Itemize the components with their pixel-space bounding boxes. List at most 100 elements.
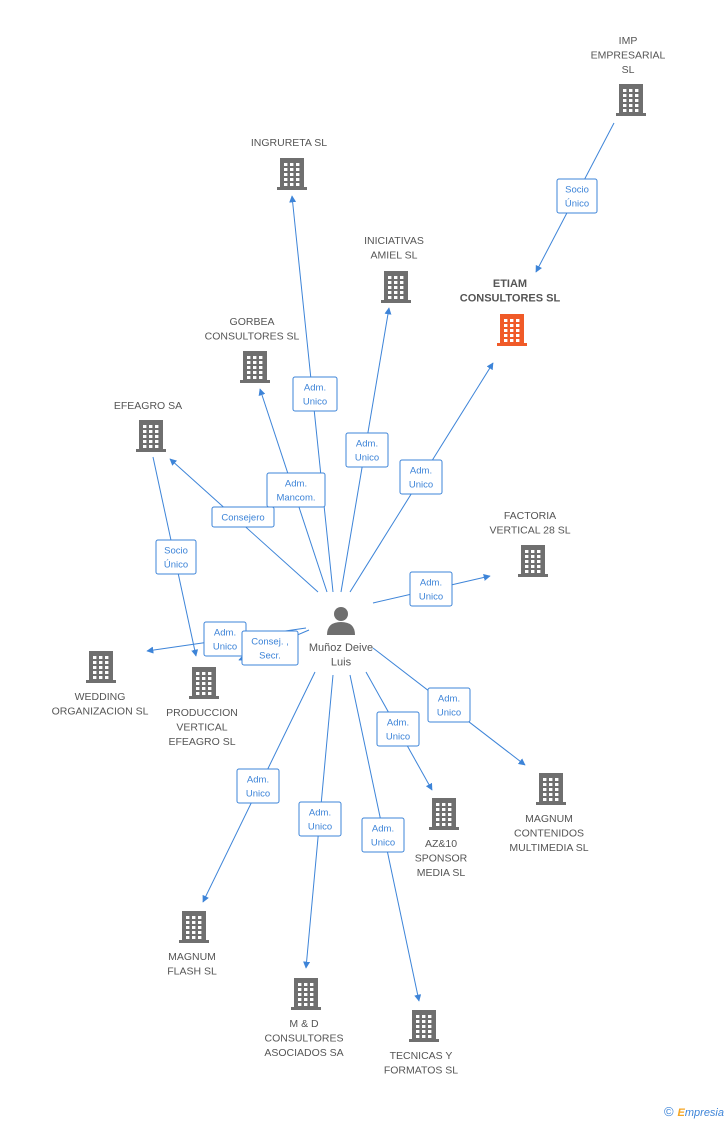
edge-label-text: Mancom. (276, 493, 315, 504)
company-label-az10-line: AZ&10 (425, 838, 457, 850)
company-building-icon-etiam[interactable] (497, 314, 527, 346)
edge-label-text: Adm. (247, 775, 269, 786)
company-building-icon-az10[interactable] (429, 798, 459, 830)
company-building-icon-gorbea[interactable] (240, 351, 270, 383)
company-label-etiam-line: CONSULTORES SL (460, 293, 561, 305)
company-label-magnum_flash-line: MAGNUM (168, 951, 216, 963)
edge-label-text: Adm. (285, 479, 307, 490)
edge-label-person-wedding[interactable]: Adm. Unico (203, 621, 247, 657)
company-label-tecnicas-line: FORMATOS SL (384, 1065, 458, 1077)
company-label-md-line: M & D (289, 1018, 319, 1030)
company-building-icon-magnum_flash[interactable] (179, 911, 209, 943)
edge-label-text: Unico (308, 822, 332, 833)
edge-label-person-ingrureta[interactable]: Adm. Unico (292, 376, 338, 412)
edge-label-text: Secr. (259, 651, 281, 662)
company-label-az10-line: SPONSOR (415, 853, 468, 865)
edge-label-text: Adm. (438, 694, 460, 705)
company-label-imp-line: IMP (619, 35, 638, 47)
edge-label-person-magnum_cont[interactable]: Adm. Unico (427, 687, 471, 723)
edge-label-person-efeagro[interactable]: Consejero (211, 506, 275, 528)
edge-label-text: Unico (371, 838, 395, 849)
brand-logo-initial: E (677, 1107, 685, 1119)
company-label-wedding-line: WEDDING (75, 691, 126, 703)
company-label-iniciativas-line: INICIATIVAS (364, 235, 424, 247)
edge-label-text: Unico (437, 708, 461, 719)
edge-label-text: Consej. , (251, 637, 289, 648)
company-label-iniciativas-line: AMIEL SL (371, 250, 418, 262)
edge-label-person-factoria[interactable]: Adm.Unico (409, 571, 453, 607)
company-label-az10-line: MEDIA SL (417, 867, 466, 879)
company-label-produccion-line: PRODUCCION (166, 707, 238, 719)
edge-label-text: Socio (565, 185, 589, 196)
brand-footer: ©Empresia (664, 1104, 724, 1119)
edge-label-box (292, 376, 338, 412)
edge-label-person-magnum_flash[interactable]: Adm. Unico (236, 768, 280, 804)
edge-label-text: Adm. (304, 383, 326, 394)
edge-label-person-etiam[interactable]: Adm.Unico (399, 459, 443, 495)
person-name-label-line: Muñoz Deive (309, 642, 373, 654)
edge-label-text: Adm. (356, 439, 378, 450)
edge-label-text: Consejero (221, 513, 264, 524)
company-label-magnum_cont-line: CONTENIDOS (514, 828, 584, 840)
company-building-icon-factoria[interactable] (518, 545, 548, 577)
company-label-tecnicas-line: TECNICAS Y (390, 1050, 453, 1062)
company-label-magnum_cont-line: MAGNUM (525, 813, 573, 825)
company-building-icon-wedding[interactable] (86, 651, 116, 683)
company-label-efeagro-line: EFEAGRO SA (114, 400, 182, 412)
company-label-md-line: ASOCIADOS SA (264, 1047, 343, 1059)
person-icon[interactable] (327, 607, 355, 635)
company-building-icon-tecnicas[interactable] (409, 1010, 439, 1042)
company-label-gorbea-line: GORBEA (230, 316, 275, 328)
edge-label-person-az10[interactable]: Adm.Unico (376, 711, 420, 747)
company-label-magnum_cont-line: MULTIMEDIA SL (509, 842, 588, 854)
company-building-icon-md[interactable] (291, 978, 321, 1010)
edge-label-text: Socio (164, 546, 188, 557)
company-label-md-line: CONSULTORES (265, 1033, 344, 1045)
edge-labels-layer: SocioÚnicoAdm.UnicoAdm.UnicoAdm.UnicoAdm… (155, 178, 598, 853)
edge-label-box (266, 472, 326, 508)
edge-label-text: Unico (246, 789, 270, 800)
company-label-factoria-line: FACTORIA (504, 510, 556, 522)
company-building-icon-imp[interactable] (616, 84, 646, 116)
edge-label-text: Unico (303, 397, 327, 408)
company-label-md: M & D CONSULTORES ASOCIADOS SA (264, 1018, 343, 1059)
edge-label-text: Unico (213, 642, 237, 653)
edge-label-person-gorbea[interactable]: Adm. Mancom. (266, 472, 326, 508)
edge-label-box (211, 506, 275, 528)
company-label-imp-line: EMPRESARIAL (591, 50, 666, 62)
company-building-icon-ingrureta[interactable] (277, 158, 307, 190)
edge-label-person-md[interactable]: Adm.Unico (298, 801, 342, 837)
edge-label-text: Unico (386, 732, 410, 743)
company-building-icon-produccion[interactable] (189, 667, 219, 699)
edge-label-text: Adm. (214, 628, 236, 639)
edge-label-person-tecnicas[interactable]: Adm. Unico (361, 817, 405, 853)
company-label-ingrureta: INGRURETA SL (251, 137, 327, 149)
edge-label-text: Unico (409, 480, 433, 491)
company-label-efeagro: EFEAGRO SA (114, 400, 182, 412)
edge-label-box (236, 768, 280, 804)
company-building-icon-efeagro[interactable] (136, 420, 166, 452)
company-label-produccion-line: EFEAGRO SL (168, 736, 235, 748)
copyright-symbol: © (663, 1104, 674, 1119)
company-building-icon-magnum_cont[interactable] (536, 773, 566, 805)
edge-label-person-produccion[interactable]: Consej. , Secr. (241, 630, 299, 666)
edge-label-box (376, 711, 420, 747)
brand-logo-text: mpresia (684, 1107, 724, 1119)
edge-label-text: Unico (355, 453, 379, 464)
company-label-factoria: FACTORIA VERTICAL 28 SL (489, 510, 570, 537)
edge-label-box (345, 432, 389, 468)
edge-label-box (409, 571, 453, 607)
company-building-icon-iniciativas[interactable] (381, 271, 411, 303)
edge-label-text: Adm. (372, 824, 394, 835)
company-label-wedding-line: ORGANIZACION SL (52, 706, 149, 718)
company-label-magnum_cont: MAGNUM CONTENIDOS MULTIMEDIA SL (509, 813, 588, 854)
company-label-factoria-line: VERTICAL 28 SL (489, 525, 570, 537)
edge-label-person-iniciativas[interactable]: Adm. Unico (345, 432, 389, 468)
